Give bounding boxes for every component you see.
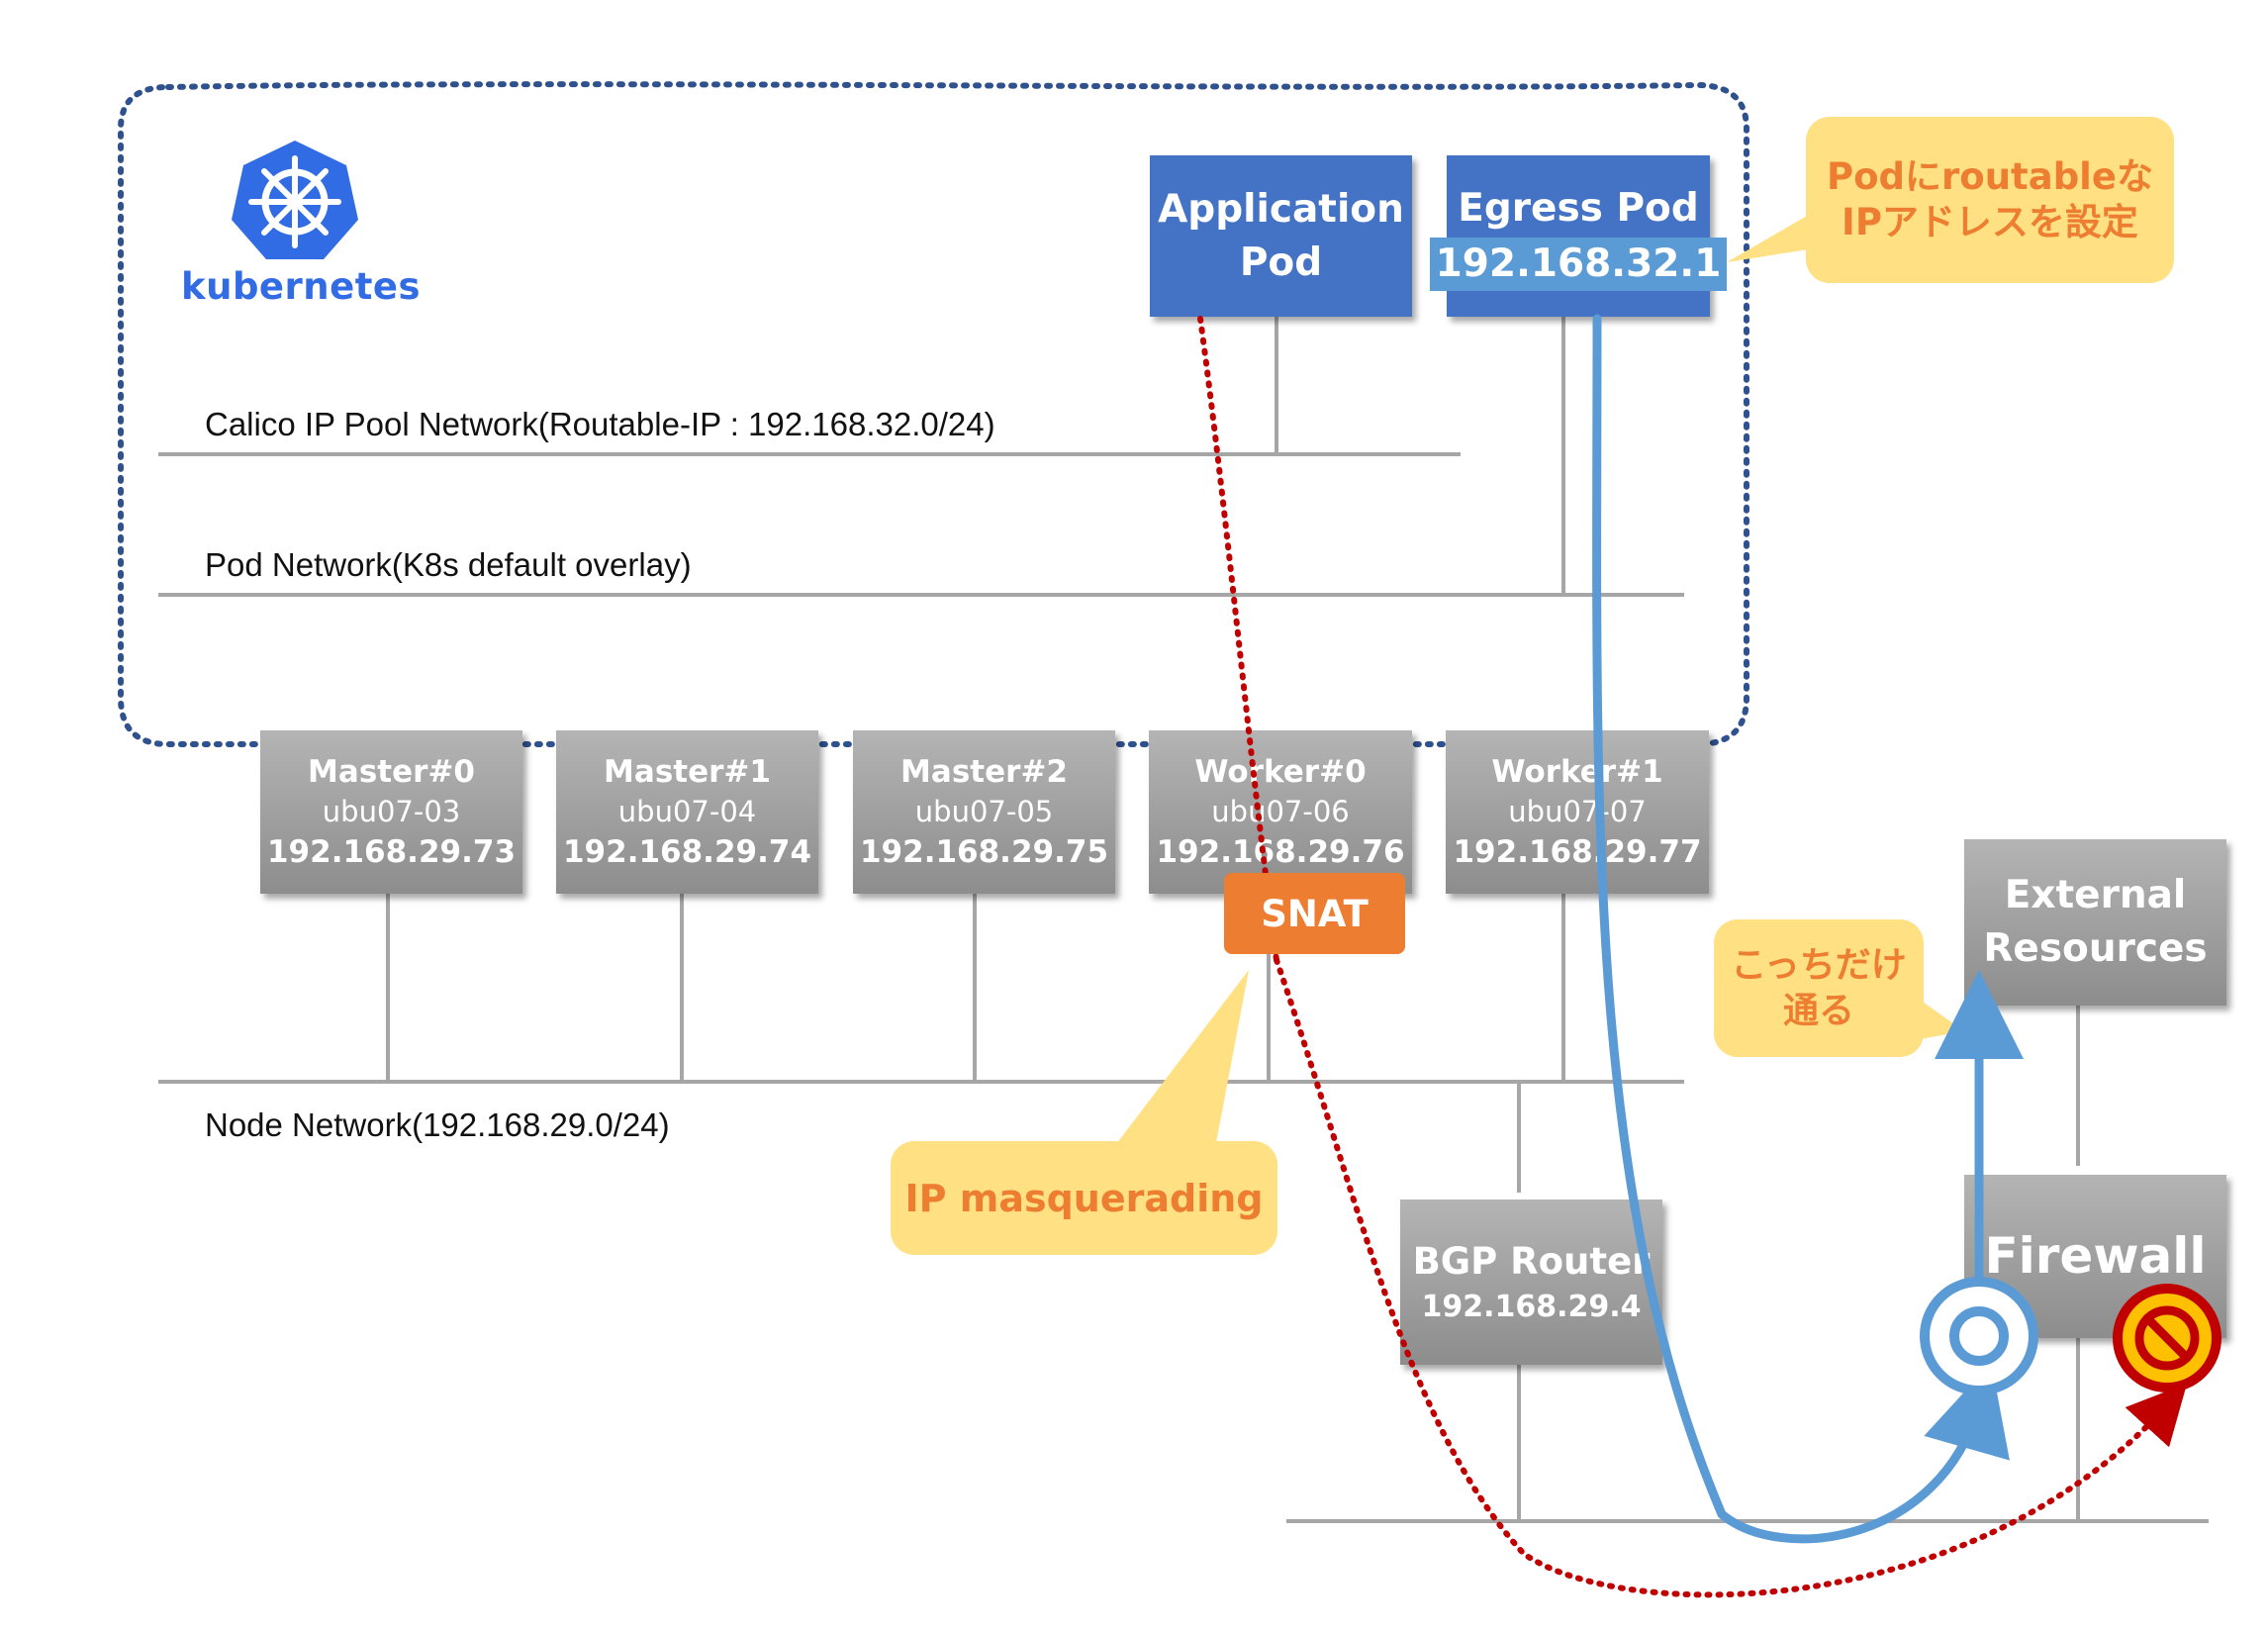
calico-network-label: Calico IP Pool Network(Routable-IP : 192… [205, 406, 995, 442]
bgp-router-ip: 192.168.29.4 [1421, 1289, 1642, 1324]
allowed-path-egress-to-external [1592, 314, 2010, 1544]
node-network-label: Node Network(192.168.29.0/24) [205, 1106, 670, 1143]
node-ip: 192.168.29.76 [1156, 833, 1405, 870]
external-line1: External [2004, 873, 2187, 917]
node-master-2: Master#2 ubu07-05 192.168.29.75 [853, 730, 1115, 894]
only-this-passes-callout: こっちだけ 通る [1714, 919, 1924, 1057]
only-this-line1: こっちだけ [1731, 944, 1907, 986]
blocked-path-pod-to-snat [1197, 316, 1279, 963]
external-line2: Resources [1983, 926, 2208, 971]
node-role: Master#2 [900, 753, 1068, 790]
kubernetes-wordmark: kubernetes [181, 265, 422, 308]
node-ip: 192.168.29.74 [562, 833, 812, 870]
firewall-label: Firewall [1984, 1227, 2207, 1285]
egress-pod: Egress Pod 192.168.32.1 [1429, 155, 1728, 317]
node-hostname: ubu07-03 [322, 794, 461, 828]
bgp-router: BGP Router 192.168.29.4 [1400, 1200, 1662, 1365]
kubernetes-logo: kubernetes [176, 139, 421, 317]
bgp-router-name: BGP Router [1412, 1239, 1651, 1283]
node-role: Master#1 [604, 753, 771, 790]
blocked-path-snat-to-firewall [1274, 957, 2188, 1598]
snat-badge: SNAT [1224, 873, 1405, 954]
ip-masquerading-callout: IP masquerading [891, 1141, 1277, 1255]
node-worker-1: Worker#1 ubu07-07 192.168.29.77 [1446, 730, 1709, 894]
node-hostname: ubu07-07 [1508, 794, 1647, 828]
kubernetes-helm-wheel-icon [232, 141, 358, 259]
application-pod: Application Pod [1150, 155, 1412, 317]
routable-callout-line2: IPアドレスを設定 [1842, 201, 2138, 243]
prohibited-icon [2113, 1284, 2221, 1393]
node-worker-0: Worker#0 ubu07-06 192.168.29.76 [1149, 730, 1412, 894]
routable-ip-callout: Podにroutableな IPアドレスを設定 [1806, 117, 2174, 283]
node-master-0: Master#0 ubu07-03 192.168.29.73 [260, 730, 522, 894]
node-hostname: ubu07-06 [1211, 794, 1350, 828]
node-role: Worker#0 [1194, 753, 1367, 790]
only-this-line2: 通る [1782, 990, 1854, 1031]
application-pod-line1: Application [1158, 186, 1404, 232]
node-role: Worker#1 [1491, 753, 1663, 790]
double-circle-ok-icon [1920, 1277, 2038, 1395]
masquerade-text: IP masquerading [904, 1176, 1264, 1220]
node-ip: 192.168.29.77 [1453, 833, 1702, 870]
routable-callout-line1: Podにroutableな [1827, 155, 2153, 198]
kubernetes-cluster-boundary [118, 81, 1749, 747]
egress-pod-name: Egress Pod [1458, 185, 1699, 231]
node-ip: 192.168.29.75 [859, 833, 1109, 870]
node-master-1: Master#1 ubu07-04 192.168.29.74 [556, 730, 818, 894]
node-hostname: ubu07-04 [617, 794, 757, 828]
node-role: Master#0 [308, 753, 475, 790]
node-ip: 192.168.29.73 [266, 833, 517, 870]
node-hostname: ubu07-05 [914, 794, 1054, 828]
egress-pod-ip: 192.168.32.1 [1429, 237, 1728, 291]
application-pod-line2: Pod [1239, 240, 1323, 285]
pod-network-label: Pod Network(K8s default overlay) [205, 546, 692, 583]
